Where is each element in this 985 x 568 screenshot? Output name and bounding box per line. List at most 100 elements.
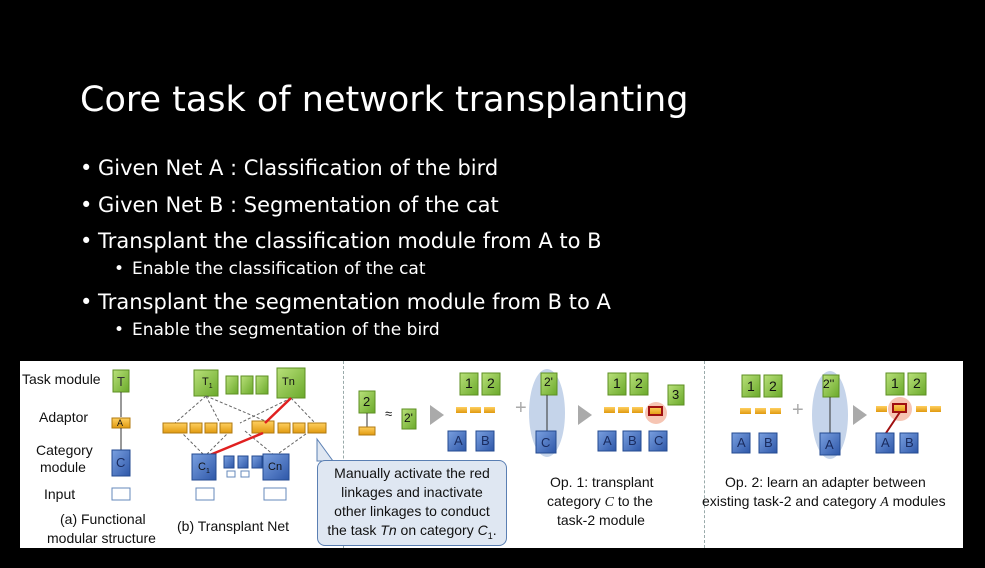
sub-bullet-text: Enable the classification of the cat — [132, 259, 426, 279]
adaptor-block — [470, 407, 481, 413]
task-cube — [459, 372, 479, 396]
adaptor-block — [358, 426, 376, 436]
task-cube — [763, 374, 783, 398]
op2-caption-2: existing task-2 and category A modules — [702, 493, 946, 510]
op2-two-b: 2 — [913, 375, 921, 391]
op1-a: A — [454, 433, 463, 448]
task-cube — [629, 372, 649, 396]
category-cube — [899, 432, 919, 454]
input-block — [195, 487, 215, 501]
sub-bullet-text: Enable the segmentation of the bird — [132, 320, 440, 340]
op1-two: 2 — [363, 394, 371, 409]
bullet-item: •Transplant the segmentation module from… — [80, 290, 611, 314]
op2-a: A — [737, 435, 746, 450]
op1-two-c: 2 — [635, 375, 643, 391]
category-module-label-2: module — [40, 459, 86, 475]
bullet-item: •Given Net B : Segmentation of the cat — [80, 193, 499, 217]
bullet-text: Given Net A : Classification of the bird — [98, 156, 499, 180]
callout-pointer — [316, 437, 334, 462]
network-transplant-figure: Task module T Adaptor A Category module … — [20, 361, 963, 548]
input-block — [240, 470, 250, 478]
c1-cube — [191, 453, 217, 481]
op1-shapes — [358, 369, 685, 457]
tn-label: Tn — [282, 376, 295, 388]
adaptor-block — [219, 422, 233, 434]
op1-one-b: 1 — [613, 375, 621, 391]
op1-two-prime: 2' — [404, 411, 413, 425]
arrow — [430, 405, 444, 425]
adaptor-block — [632, 407, 643, 413]
op1-plus: + — [515, 397, 527, 419]
adaptor-block — [876, 406, 887, 412]
op1-two-b: 2 — [487, 375, 495, 391]
category-cube — [475, 430, 495, 452]
tn-cube — [276, 367, 306, 399]
task-cube — [481, 372, 501, 396]
bullet-text: Transplant the classification module fro… — [98, 229, 602, 253]
op2-a-c: A — [881, 435, 890, 450]
legend-shapes — [111, 369, 131, 501]
category-cube — [237, 455, 249, 469]
op2-b-b: B — [905, 435, 914, 450]
c-label: C — [116, 455, 126, 470]
task-cube — [885, 372, 905, 396]
adaptor-block — [456, 407, 467, 413]
op1-caption-2: category C to the — [547, 493, 653, 510]
task-module-label: Task module — [22, 371, 101, 387]
category-cube — [648, 430, 668, 452]
op2-one-b: 1 — [891, 375, 899, 391]
op1-one: 1 — [465, 375, 473, 391]
op1-two-prime-b: 2' — [544, 375, 553, 389]
divider — [704, 361, 705, 548]
adaptor-block — [604, 407, 615, 413]
op1-caption-1: Op. 1: transplant — [550, 474, 654, 490]
adaptor-block — [618, 407, 629, 413]
task-cube — [667, 384, 685, 406]
bullet-text: Given Net B : Segmentation of the cat — [98, 193, 499, 217]
op1-three: 3 — [672, 387, 680, 402]
task-cube — [225, 375, 239, 395]
category-module-cube — [111, 449, 131, 477]
category-cube — [223, 455, 235, 469]
task-cube — [741, 374, 761, 398]
op1-b: B — [481, 433, 490, 448]
category-cube — [535, 430, 557, 454]
category-module-label-1: Category — [36, 442, 93, 458]
adaptor-block — [916, 406, 927, 412]
caption-b: (b) Transplant Net — [177, 518, 290, 534]
t1-cube — [193, 369, 219, 397]
c1-label: C1 — [198, 461, 210, 476]
input-block — [226, 470, 236, 478]
adaptor-block — [930, 406, 941, 412]
op1-c: C — [541, 435, 551, 450]
adaptor-block — [162, 422, 188, 434]
adaptor-block — [204, 422, 218, 434]
category-cube — [819, 432, 841, 456]
category-cube — [597, 430, 617, 452]
op1-b-b: B — [628, 433, 637, 448]
category-cube — [731, 432, 751, 454]
dashed-links — [174, 395, 316, 457]
op2-caption-1: Op. 2: learn an adapter between — [725, 474, 926, 490]
cn-label: Cn — [268, 461, 283, 473]
category-cube — [875, 432, 895, 454]
adaptor-block-active — [892, 403, 907, 413]
arrow — [853, 405, 867, 425]
divider — [343, 361, 344, 548]
adaptor-block — [189, 422, 203, 434]
op2-shapes — [731, 371, 941, 459]
task-cube — [822, 374, 840, 398]
task-cube — [240, 375, 254, 395]
adaptor-block — [277, 422, 291, 434]
red-linkage — [885, 411, 901, 434]
op1-c-b: C — [654, 433, 664, 448]
transplant-net-shapes — [162, 367, 334, 501]
bullet-text: Transplant the segmentation module from … — [98, 290, 611, 314]
adaptor-block — [307, 422, 327, 434]
adaptor-block — [770, 408, 781, 414]
callout-note: Manually activate the red linkages and i… — [317, 460, 507, 546]
adaptor-block — [292, 422, 306, 434]
op1-caption-3: task-2 module — [557, 512, 645, 528]
category-cube — [251, 455, 263, 469]
cn-cube — [262, 453, 290, 481]
